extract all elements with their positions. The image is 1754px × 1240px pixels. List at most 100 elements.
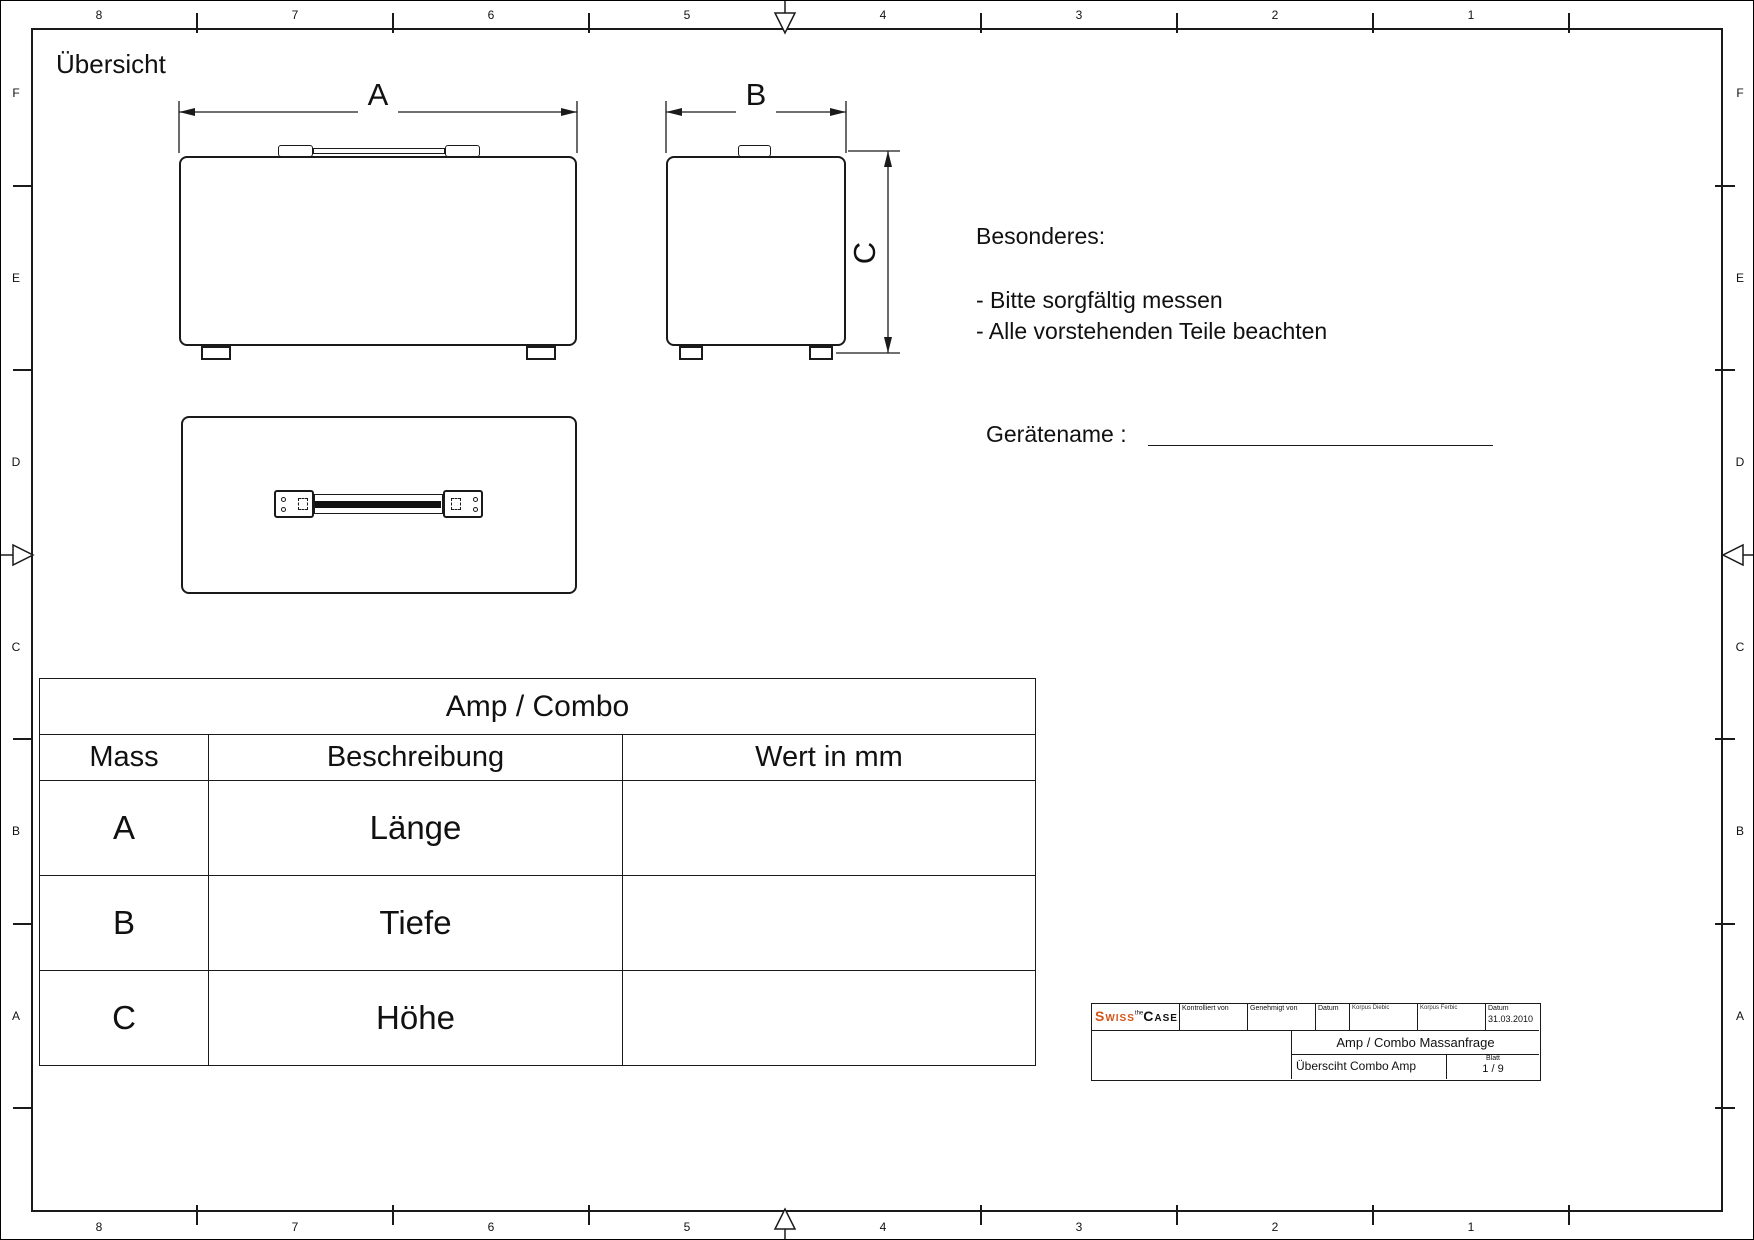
frame-tick [1715, 369, 1735, 371]
frame-tick [13, 369, 33, 371]
handle-detail [451, 498, 461, 510]
frame-col-label: 3 [1075, 1220, 1083, 1234]
frame-col-label: 5 [683, 1220, 691, 1234]
top-view-handle-endcap [443, 490, 483, 518]
front-view-handle-clip [278, 145, 313, 157]
date-cell: Datum 31.03.2010 [1486, 1004, 1539, 1031]
frame-col-label: 2 [1271, 1220, 1279, 1234]
row-desc: Tiefe [208, 875, 623, 971]
frame-row-label: D [1735, 455, 1745, 469]
frame-tick [980, 13, 982, 33]
genehmigt-label: Genehmigt von [1248, 1004, 1316, 1031]
frame-row-label: F [12, 86, 20, 100]
title-block: SwisstheCase Kontrolliert von Genehmigt … [1091, 1003, 1541, 1081]
frame-tick [13, 1107, 33, 1109]
center-mark-top-icon [773, 1, 797, 35]
sheet-name: Übersciht Combo Amp [1292, 1055, 1447, 1079]
top-view-handle-grip [315, 501, 441, 508]
side-view-case [666, 156, 846, 346]
frame-col-label: 1 [1467, 1220, 1475, 1234]
top-view-handle-endcap [274, 490, 314, 518]
col-header-wert: Wert in mm [622, 734, 1036, 781]
logo-swiss-text: Swiss [1095, 1008, 1135, 1024]
frame-tick [1715, 185, 1735, 187]
frame-tick [196, 1205, 198, 1225]
side-view-foot [679, 346, 703, 360]
frame-tick [196, 13, 198, 33]
side-view-foot [809, 346, 833, 360]
logo-cell: SwisstheCase [1092, 1004, 1180, 1031]
drawing-frame [31, 28, 1723, 1212]
row-value [622, 970, 1036, 1066]
approved-by-name: Korpus Ferbic [1418, 1004, 1486, 1031]
front-view-handle-bar [313, 148, 445, 154]
frame-col-label: 2 [1271, 8, 1279, 22]
center-mark-right-icon [1721, 543, 1753, 567]
frame-row-label: C [11, 640, 21, 654]
page-title: Übersicht [56, 49, 166, 79]
frame-tick [13, 923, 33, 925]
frame-tick [1568, 13, 1570, 33]
device-name-label: Gerätename : [986, 421, 1127, 447]
frame-tick [1715, 923, 1735, 925]
handle-screw-icon [281, 507, 286, 512]
kontrolliert-label: Kontrolliert von [1180, 1004, 1248, 1031]
frame-tick [588, 1205, 590, 1225]
frame-row-label: E [11, 271, 20, 285]
handle-detail [298, 498, 308, 510]
row-value [622, 780, 1036, 876]
table-title: Amp / Combo [39, 678, 1036, 735]
frame-row-label: B [11, 824, 20, 838]
blatt-label: Blatt [1485, 1055, 1500, 1062]
handle-screw-icon [473, 497, 478, 502]
frame-col-label: 4 [879, 1220, 887, 1234]
frame-tick [1372, 1205, 1374, 1225]
frame-tick [1715, 738, 1735, 740]
top-view-handle-bar [314, 494, 443, 514]
frame-tick [13, 738, 33, 740]
top-view-case [181, 416, 577, 594]
frame-col-label: 8 [95, 8, 103, 22]
front-view-foot [201, 346, 231, 360]
project-title: Amp / Combo Massanfrage [1292, 1031, 1539, 1055]
center-mark-bottom-icon [773, 1207, 797, 1239]
col-header-mass: Mass [39, 734, 209, 781]
datum-label: Datum [1488, 1005, 1509, 1012]
dimension-c-lines [836, 150, 900, 354]
row-desc: Höhe [208, 970, 623, 1066]
frame-tick [588, 13, 590, 33]
note-line: - Alle vorstehenden Teile beachten [976, 318, 1328, 344]
col-header-beschreibung: Beschreibung [208, 734, 623, 781]
frame-tick [1176, 13, 1178, 33]
checked-by-name: Korpus Diebic [1350, 1004, 1418, 1031]
logo-the-text: the [1134, 1010, 1144, 1017]
frame-tick [980, 1205, 982, 1225]
frame-row-label: A [11, 1009, 20, 1023]
front-view-foot [526, 346, 556, 360]
dimension-a-label: A [358, 77, 398, 113]
title-block-empty-cell [1092, 1031, 1292, 1079]
frame-tick [1715, 1107, 1735, 1109]
row-value [622, 875, 1036, 971]
frame-row-label: E [1735, 271, 1744, 285]
dimension-c-label: C [847, 235, 883, 271]
frame-row-label: A [1735, 1009, 1744, 1023]
table-row: B Tiefe [39, 875, 1036, 971]
frame-col-label: 4 [879, 8, 887, 22]
frame-col-label: 5 [683, 8, 691, 22]
frame-col-label: 1 [1467, 8, 1475, 22]
front-view-handle-clip [445, 145, 480, 157]
row-mass: C [39, 970, 209, 1066]
row-mass: A [39, 780, 209, 876]
frame-tick [1568, 1205, 1570, 1225]
frame-row-label: D [11, 455, 21, 469]
row-desc: Länge [208, 780, 623, 876]
dimensions-table: Amp / Combo Mass Beschreibung Wert in mm… [39, 678, 1036, 1066]
frame-row-label: B [1735, 824, 1744, 838]
table-row: C Höhe [39, 970, 1036, 1066]
frame-col-label: 8 [95, 1220, 103, 1234]
handle-screw-icon [473, 507, 478, 512]
device-name-blank-line [1148, 445, 1493, 446]
date-value: 31.03.2010 [1488, 1014, 1534, 1024]
